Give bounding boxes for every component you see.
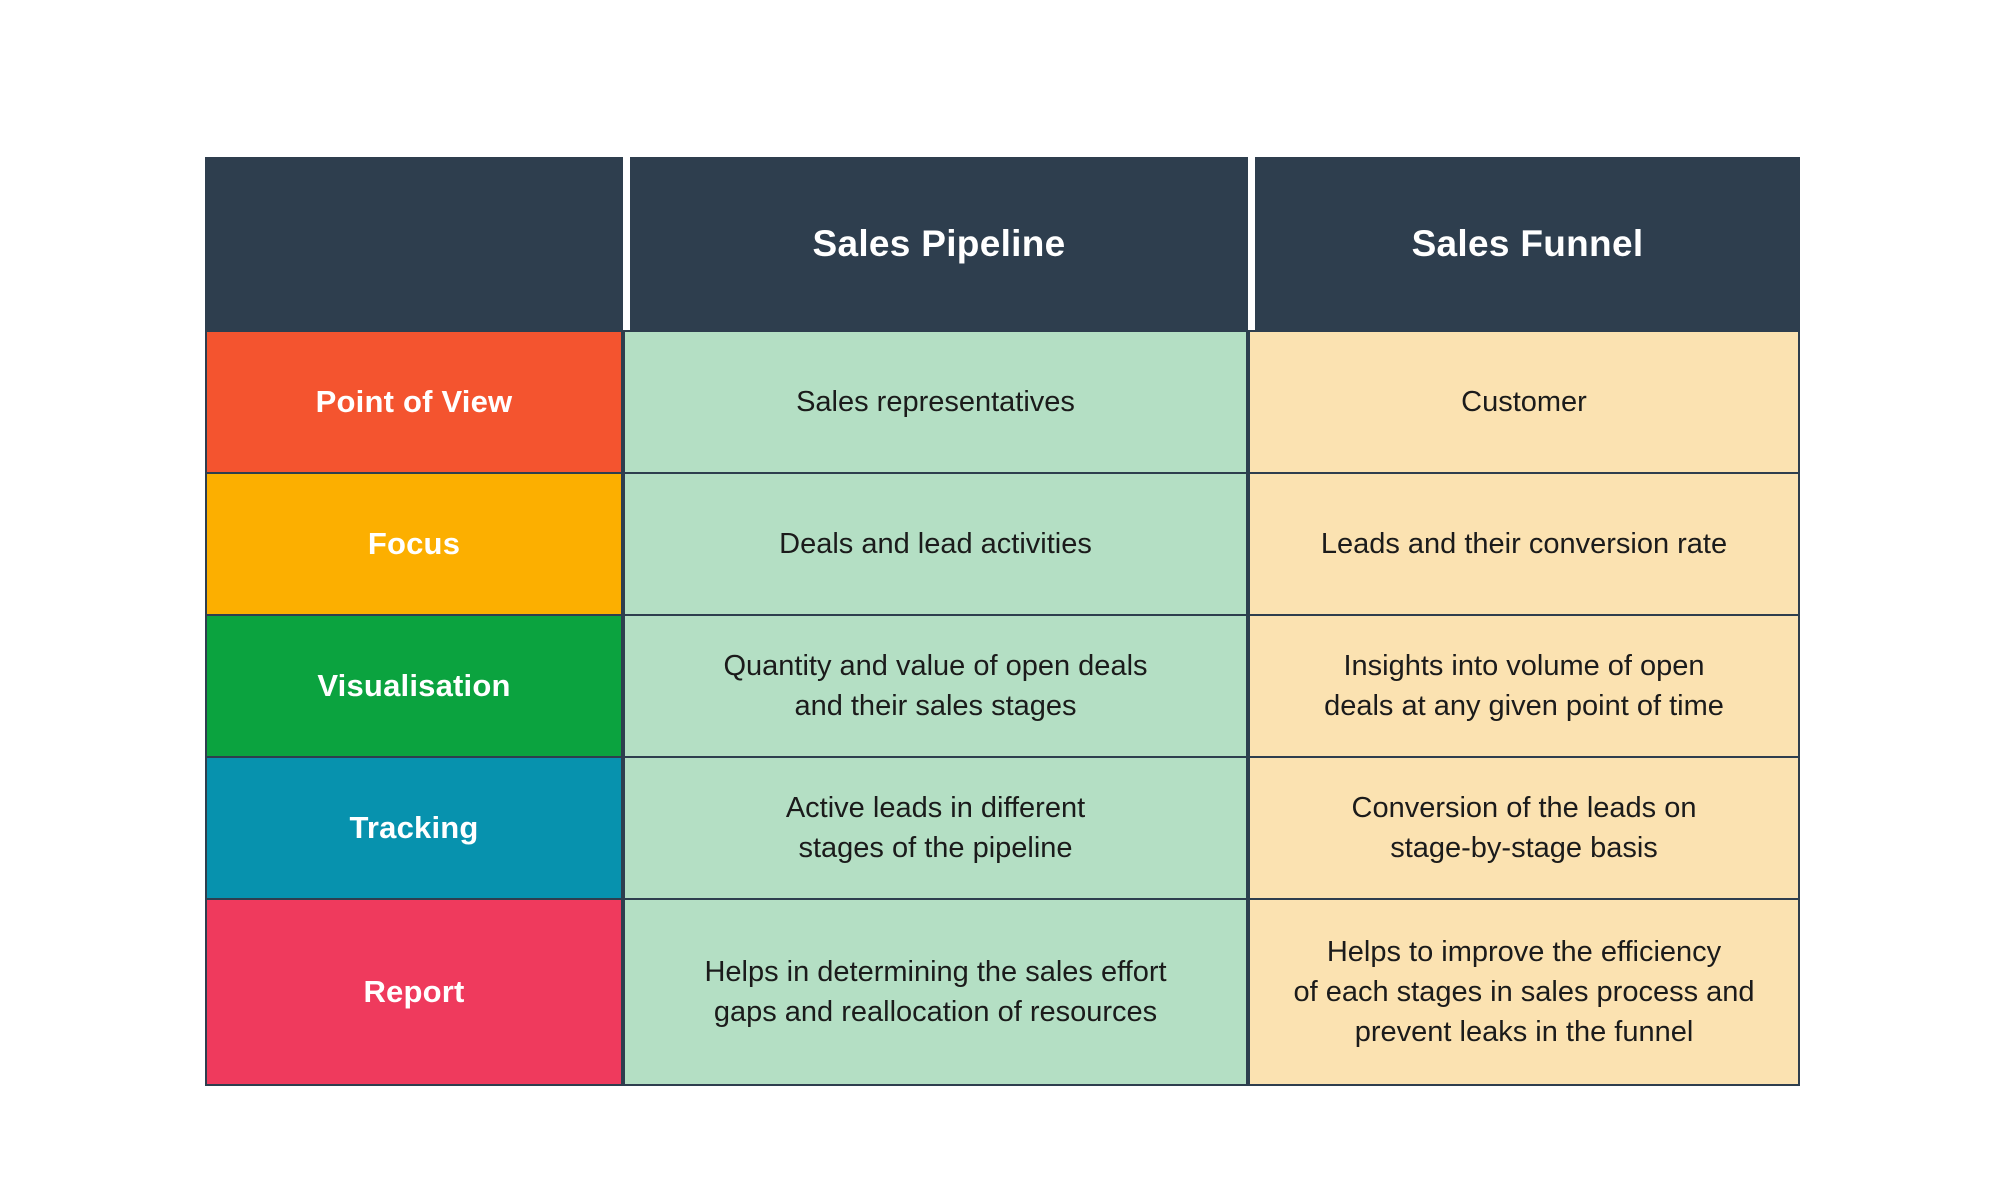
cell-line: Quantity and value of open deals: [723, 649, 1148, 682]
cell-line: stages of the pipeline: [798, 832, 1073, 864]
table-header: Sales Pipeline Sales Funnel: [205, 157, 1800, 330]
cell-pipeline-point-of-view: Sales representatives: [623, 330, 1248, 474]
row-label-tracking: Tracking: [205, 758, 623, 900]
table-row: Point of View Sales representatives Cust…: [205, 330, 1800, 474]
cell-funnel-tracking: Conversion of the leads on stage-by-stag…: [1248, 758, 1800, 900]
row-label-point-of-view: Point of View: [205, 330, 623, 474]
row-label-visualisation: Visualisation: [205, 616, 623, 758]
row-label-report: Report: [205, 900, 623, 1086]
table-body: Point of View Sales representatives Cust…: [205, 330, 1800, 1086]
table-row: Tracking Active leads in different stage…: [205, 758, 1800, 900]
cell-line: of each stages in sales process and: [1293, 975, 1755, 1008]
cell-line: Active leads in different: [785, 791, 1086, 824]
cell-line: and their sales stages: [794, 690, 1077, 722]
cell-line: Sales representatives: [796, 385, 1075, 418]
cell-line: Helps to improve the efficiency: [1326, 935, 1722, 968]
cell-funnel-report: Helps to improve the efficiency of each …: [1248, 900, 1800, 1086]
table-row: Focus Deals and lead activities Leads an…: [205, 474, 1800, 616]
cell-pipeline-tracking: Active leads in different stages of the …: [623, 758, 1248, 900]
table-row: Visualisation Quantity and value of open…: [205, 616, 1800, 758]
header-sales-funnel: Sales Funnel: [1248, 157, 1800, 330]
cell-funnel-focus: Leads and their conversion rate: [1248, 474, 1800, 616]
cell-line: stage-by-stage basis: [1390, 832, 1658, 864]
cell-funnel-point-of-view: Customer: [1248, 330, 1800, 474]
cell-line: gaps and reallocation of resources: [713, 996, 1158, 1028]
cell-pipeline-visualisation: Quantity and value of open deals and the…: [623, 616, 1248, 758]
cell-line: deals at any given point of time: [1324, 690, 1724, 722]
row-label-focus: Focus: [205, 474, 623, 616]
cell-line: Leads and their conversion rate: [1320, 527, 1728, 560]
cell-line: Customer: [1461, 385, 1587, 418]
header-corner-cell: [205, 157, 623, 330]
cell-funnel-visualisation: Insights into volume of open deals at an…: [1248, 616, 1800, 758]
cell-line: Insights into volume of open: [1343, 649, 1705, 682]
header-row: Sales Pipeline Sales Funnel: [205, 157, 1800, 330]
cell-line: prevent leaks in the funnel: [1354, 1016, 1694, 1048]
cell-line: Helps in determining the sales effort: [704, 955, 1167, 988]
header-sales-pipeline: Sales Pipeline: [623, 157, 1248, 330]
comparison-table: Sales Pipeline Sales Funnel Point of Vie…: [205, 157, 1800, 1086]
cell-pipeline-report: Helps in determining the sales effort ga…: [623, 900, 1248, 1086]
cell-pipeline-focus: Deals and lead activities: [623, 474, 1248, 616]
cell-line: Deals and lead activities: [779, 527, 1092, 560]
cell-line: Conversion of the leads on: [1351, 791, 1697, 824]
table-row: Report Helps in determining the sales ef…: [205, 900, 1800, 1086]
